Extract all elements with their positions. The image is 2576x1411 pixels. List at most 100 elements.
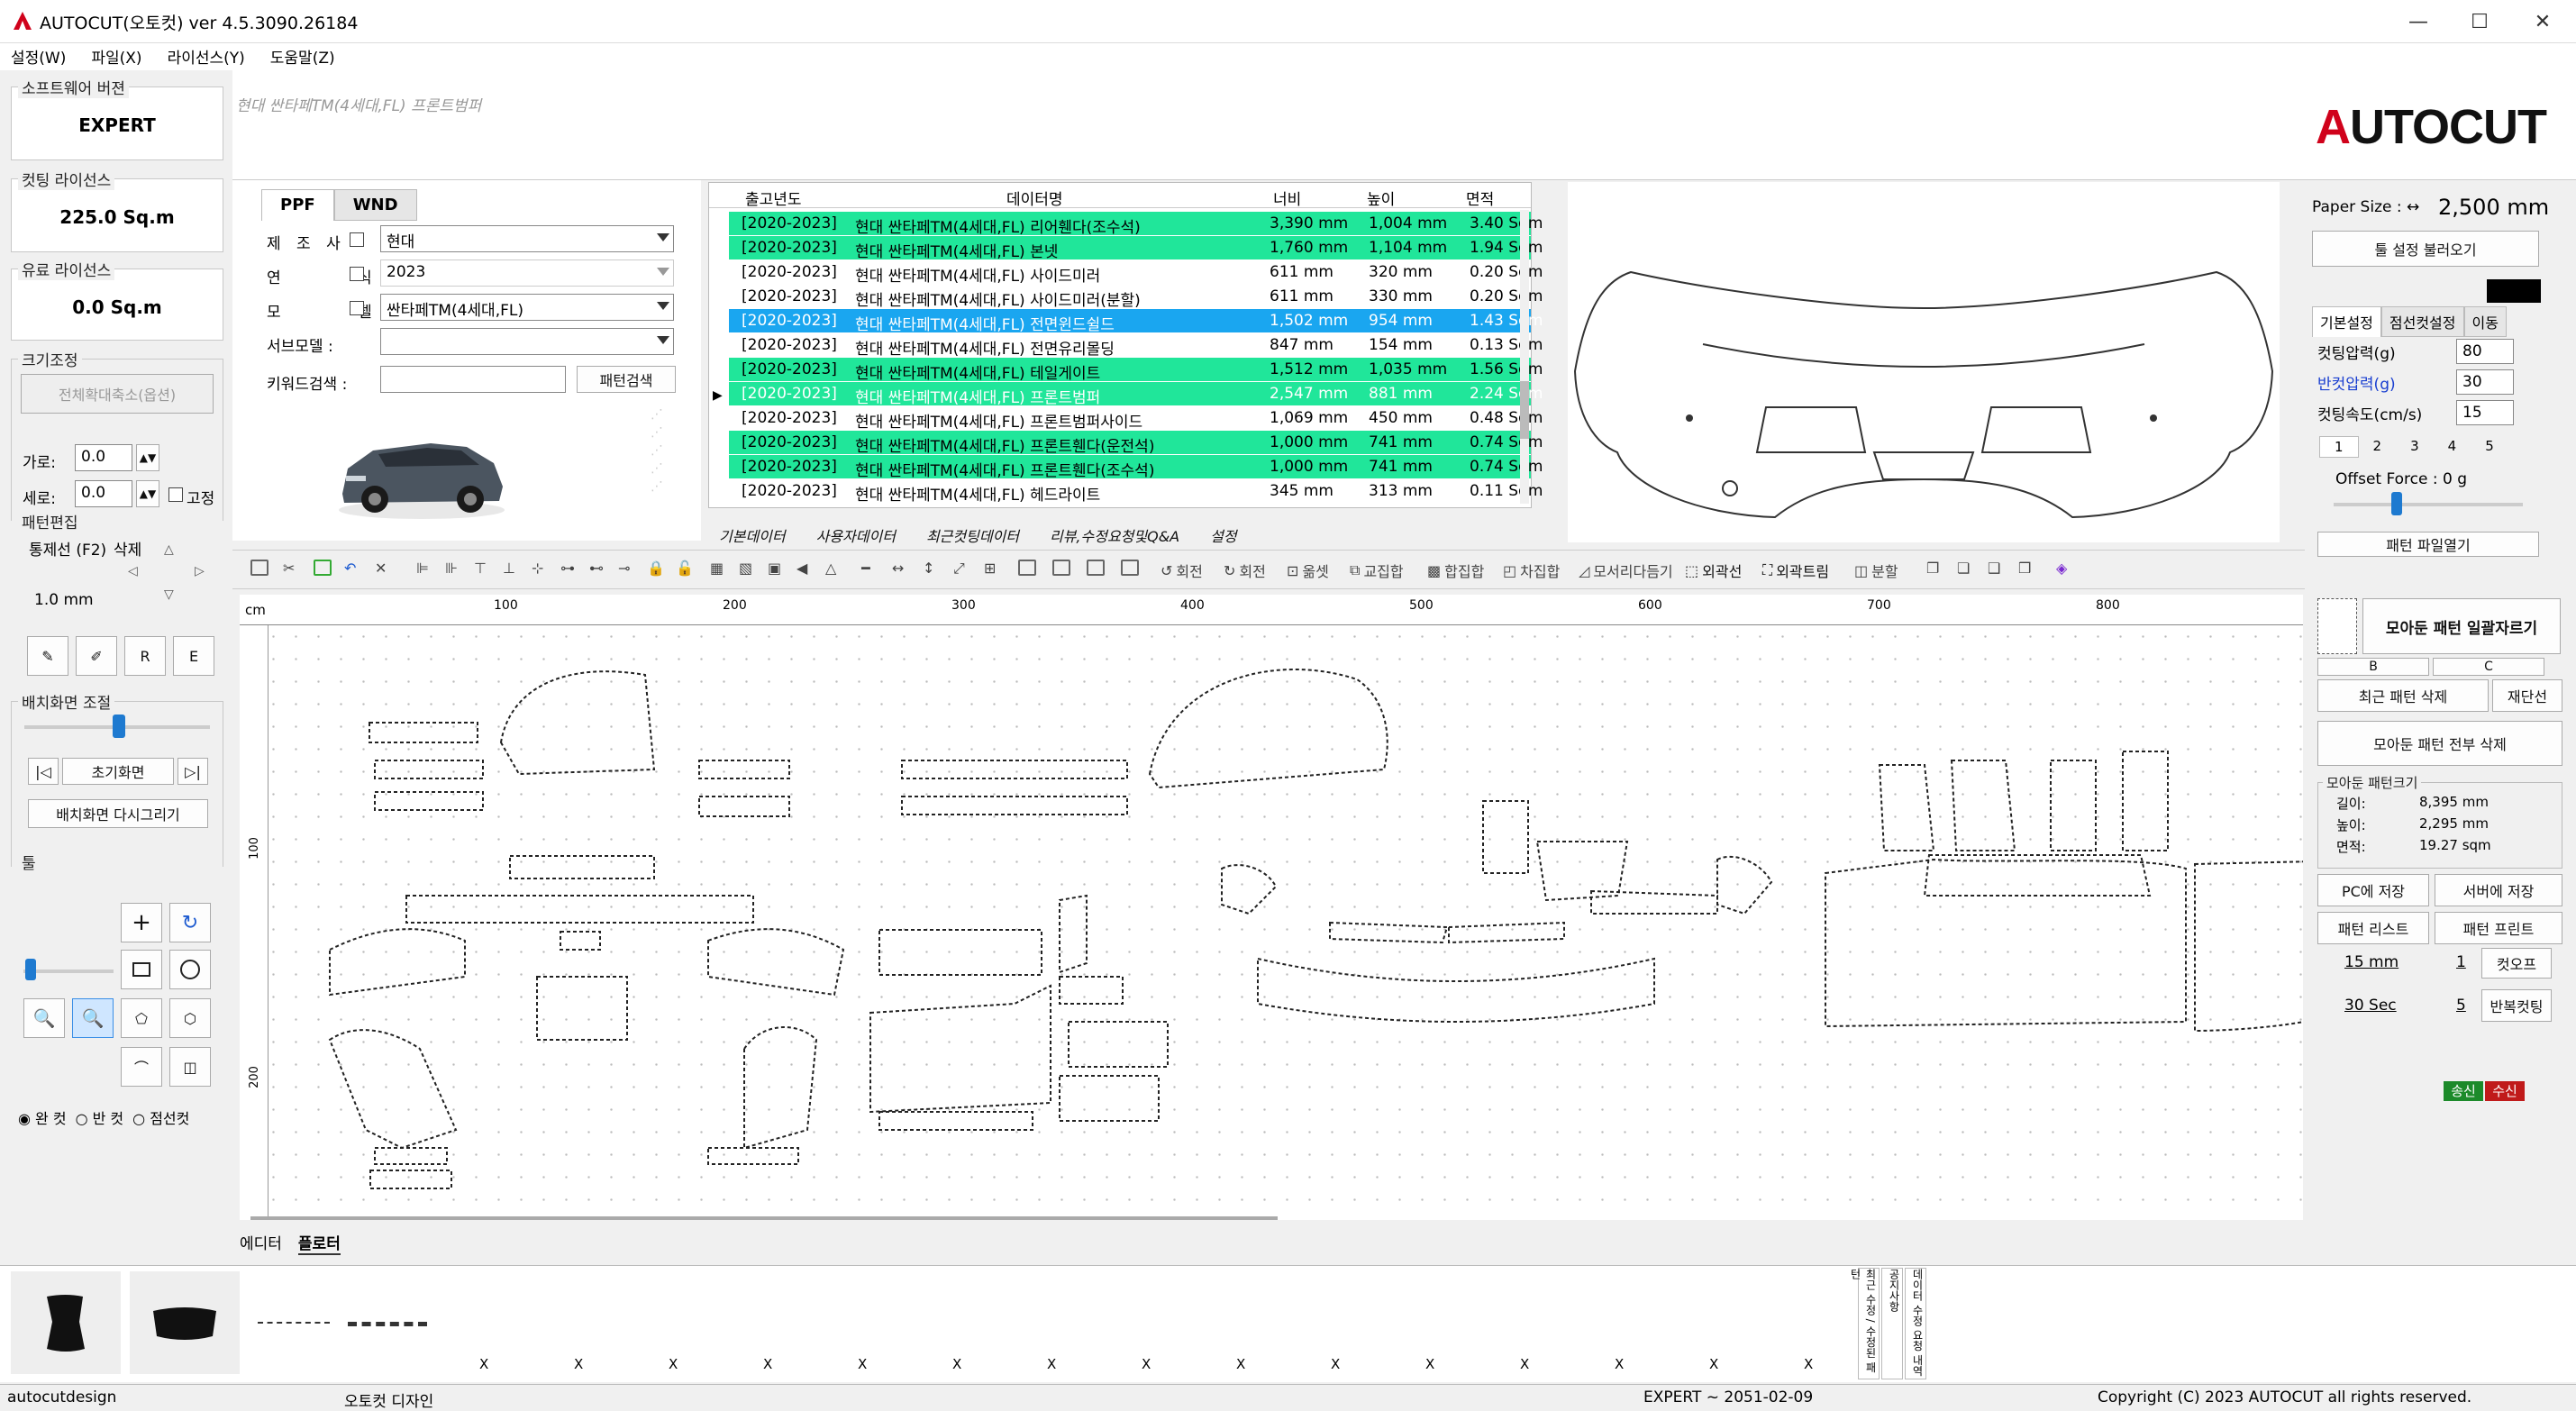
- flip-h-icon[interactable]: ◀: [796, 560, 808, 577]
- pattern-list-button[interactable]: 패턴 리스트: [2317, 912, 2429, 944]
- model-select[interactable]: 싼타페TM(4세대,FL): [380, 294, 674, 321]
- tab-user-data[interactable]: 사용자데이터: [815, 528, 896, 545]
- delete-all-button[interactable]: 모아둔 패턴 전부 삭제: [2317, 721, 2562, 766]
- radio-dotted-cut[interactable]: ○ 점선컷: [132, 1110, 190, 1127]
- pen-remove-icon[interactable]: ✐: [76, 636, 117, 676]
- box2-icon[interactable]: [1052, 560, 1070, 576]
- delete-icon[interactable]: ✕: [375, 560, 387, 577]
- open-pattern-button[interactable]: 패턴 파일열기: [2317, 532, 2539, 557]
- tab-settings[interactable]: 설정: [1210, 528, 1237, 545]
- cut-pressure-input[interactable]: 80: [2456, 339, 2514, 364]
- rotate-right-button[interactable]: ↻ 회전: [1224, 560, 1266, 581]
- union-button[interactable]: ▩ 합집합: [1427, 560, 1484, 581]
- layer2-icon[interactable]: ❏: [1957, 560, 1971, 577]
- reset-view-button[interactable]: 초기화면: [62, 758, 174, 785]
- recent-thumb-3[interactable]: [249, 1271, 339, 1374]
- difference-button[interactable]: ◰ 차집합: [1503, 560, 1560, 581]
- maker-select[interactable]: 현대: [380, 225, 674, 252]
- width-input[interactable]: 0.0: [75, 444, 132, 471]
- remove-slot-icon[interactable]: X: [1615, 1356, 1625, 1372]
- layer3-icon[interactable]: ❑: [1988, 560, 2001, 577]
- remove-slot-icon[interactable]: X: [1425, 1356, 1435, 1372]
- step-value[interactable]: 1.0 mm: [34, 591, 94, 609]
- tab-plotter[interactable]: 플로터: [297, 1231, 341, 1255]
- tab-review[interactable]: 리뷰,수정요청및Q&A: [1049, 528, 1180, 545]
- menu-help[interactable]: 도움말(Z): [269, 50, 335, 68]
- arrow-down-icon[interactable]: ▽: [164, 587, 174, 602]
- r-button[interactable]: R: [124, 636, 166, 676]
- rectangle-icon[interactable]: [121, 950, 162, 989]
- unlock-icon[interactable]: 🔓: [676, 560, 694, 577]
- year-checkbox[interactable]: [350, 267, 364, 281]
- tab-ppf[interactable]: PPF: [261, 189, 334, 221]
- height-spinner[interactable]: ▲▼: [136, 480, 159, 507]
- distribute-h-icon[interactable]: ⊶: [560, 560, 575, 577]
- model-checkbox[interactable]: [350, 301, 364, 315]
- offset-button[interactable]: ⊡ 옮셋: [1287, 560, 1329, 581]
- tab-recent-data[interactable]: 최근컷팅데이터: [925, 528, 1019, 545]
- arrow-left-icon[interactable]: ◁: [128, 564, 138, 578]
- width-spinner[interactable]: ▲▼: [136, 444, 159, 471]
- corner-button[interactable]: ◿ 모서리다듬기: [1579, 560, 1673, 581]
- box3-icon[interactable]: [1087, 560, 1105, 576]
- cut-all-button[interactable]: 모아둔 패턴 일괄자르기: [2362, 598, 2561, 654]
- cut-speed-input[interactable]: 15: [2456, 400, 2514, 425]
- col-width[interactable]: 너비: [1273, 191, 1302, 209]
- eraser-icon[interactable]: ◈: [2056, 560, 2068, 577]
- cutoff-button[interactable]: 컷오프: [2481, 948, 2552, 979]
- num-tab-2[interactable]: 2: [2372, 438, 2382, 454]
- radio-full-cut[interactable]: ◉ 완 컷: [18, 1110, 67, 1127]
- zoom-out-icon[interactable]: 🔍: [23, 998, 65, 1038]
- cutting-canvas[interactable]: [240, 625, 2303, 1220]
- half-pressure-input[interactable]: 30: [2456, 369, 2514, 395]
- remove-slot-icon[interactable]: X: [1331, 1356, 1341, 1372]
- data-request-tab[interactable]: 데이터 수정 요청 내역: [1905, 1268, 1926, 1379]
- scale-icon[interactable]: ⊞: [984, 560, 997, 577]
- recent-modified-tab[interactable]: 최근 수정 / 수정된 패턴: [1849, 1268, 1880, 1379]
- layout-slider-thumb[interactable]: [113, 715, 125, 738]
- arrow-up-icon[interactable]: △: [164, 542, 174, 557]
- close-button[interactable]: ✕: [2534, 10, 2552, 33]
- remove-slot-icon[interactable]: X: [574, 1356, 584, 1372]
- remove-slot-icon[interactable]: X: [1520, 1356, 1530, 1372]
- h-arrow-icon[interactable]: ↔: [892, 560, 905, 577]
- menu-settings[interactable]: 설정(W): [11, 50, 67, 68]
- undo-icon[interactable]: ↶: [344, 560, 357, 577]
- line-thick-icon[interactable]: ━: [861, 560, 870, 577]
- circle-icon[interactable]: [169, 950, 211, 989]
- five-value[interactable]: 5: [2456, 997, 2466, 1015]
- polygon-icon[interactable]: ⬠: [121, 998, 162, 1038]
- align-center-icon[interactable]: ⊹: [532, 560, 544, 577]
- pen-add-icon[interactable]: ✎: [27, 636, 68, 676]
- canvas-scrollbar[interactable]: [250, 1216, 1278, 1220]
- menu-file[interactable]: 파일(X): [91, 50, 142, 68]
- year-select[interactable]: 2023: [380, 259, 674, 287]
- fit-icon[interactable]: ⤢: [953, 560, 965, 577]
- distribute-v-icon[interactable]: ⊷: [589, 560, 604, 577]
- box4-icon[interactable]: [1121, 560, 1139, 576]
- col-year[interactable]: 출고년도: [745, 191, 802, 209]
- offset-slider-thumb[interactable]: [2391, 492, 2402, 515]
- align-top-icon[interactable]: ⊤: [474, 560, 487, 577]
- e-button[interactable]: E: [173, 636, 214, 676]
- table-row[interactable]: [2020-2023]현대 싼타페TM(4세대,FL) 사이드미러(분할)611…: [729, 285, 1543, 310]
- recent-thumb-1[interactable]: [11, 1271, 121, 1374]
- group-icon[interactable]: ▦: [710, 560, 724, 577]
- load-settings-button[interactable]: 툴 설정 불러오기: [2312, 231, 2539, 267]
- align-left-icon[interactable]: ⊫: [416, 560, 429, 577]
- recent-thumb-2[interactable]: [130, 1271, 240, 1374]
- v-arrow-icon[interactable]: ↕: [923, 560, 935, 577]
- frame-icon[interactable]: ▣: [768, 560, 782, 577]
- redraw-button[interactable]: 배치화면 다시그리기: [28, 799, 208, 828]
- fix-checkbox[interactable]: [168, 487, 183, 502]
- first-page-button[interactable]: |◁: [28, 758, 59, 785]
- sec30-value[interactable]: 30 Sec: [2344, 997, 2397, 1015]
- lock-icon[interactable]: 🔒: [647, 560, 665, 577]
- table-row[interactable]: [2020-2023]현대 싼타페TM(4세대,FL) 리어휀다(조수석)3,3…: [729, 212, 1543, 237]
